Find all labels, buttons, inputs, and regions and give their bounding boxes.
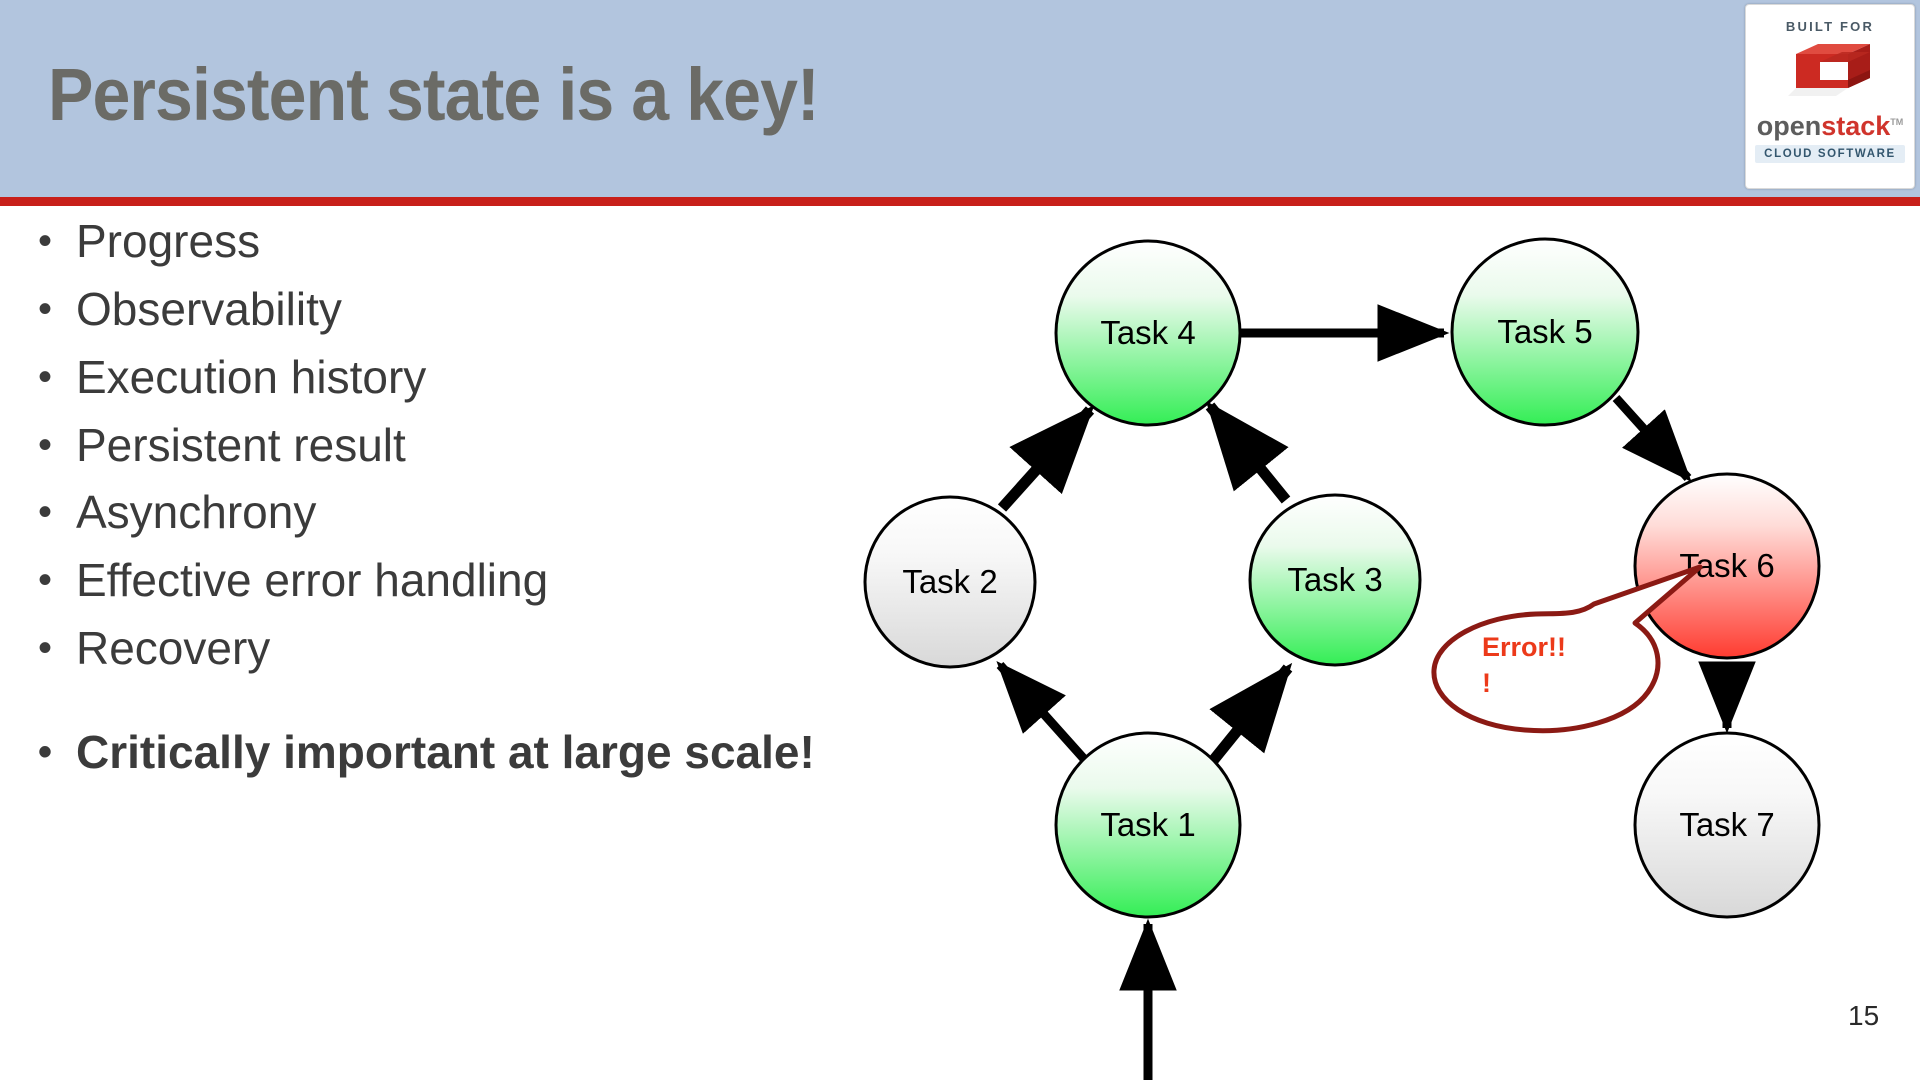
task-node-task4[interactable]: Task 4 <box>1054 239 1242 427</box>
edge-task1-to-task3 <box>1207 662 1293 766</box>
task-node-shape <box>1248 493 1422 667</box>
task-node-label: Task 3 <box>1287 561 1382 598</box>
task-node-task2[interactable]: Task 2 <box>863 495 1037 669</box>
bullet-item-label: Recovery <box>76 622 271 675</box>
task-node-label: Task 1 <box>1100 806 1195 843</box>
bullet-item: • Effective error handling <box>38 547 898 615</box>
task-node-label: Task 6 <box>1679 547 1774 584</box>
bullet-item: • Critically important at large scale! <box>38 719 898 787</box>
task-node-shape <box>863 495 1037 669</box>
task-node-label: Task 4 <box>1100 314 1195 351</box>
task-node-shape <box>1054 731 1242 919</box>
bullet-marker-icon: • <box>38 354 53 399</box>
edge-task3-to-task4 <box>1205 400 1291 504</box>
bullet-item: • Observability <box>38 276 898 344</box>
page-number: 15 <box>1848 1000 1880 1031</box>
task-node-task7[interactable]: Task 7 <box>1633 731 1821 919</box>
openstack-wordmark: openstackTM <box>1757 113 1904 140</box>
error-callout-bubble <box>1431 564 1703 734</box>
task-node-shape <box>1450 237 1640 427</box>
bullet-item: • Recovery <box>38 615 898 683</box>
error-callout-line-2: ! <box>1482 667 1491 698</box>
bullet-item: • Persistent result <box>38 412 898 480</box>
logo-built-for-label: BUILT FOR <box>1785 19 1875 34</box>
bullet-item-label: Execution history <box>76 350 427 403</box>
bullet-marker-icon: • <box>38 729 53 774</box>
task-node-shape <box>1633 731 1821 919</box>
logo-trademark: TM <box>1890 117 1904 127</box>
bullet-item-label: Asynchrony <box>76 486 317 539</box>
bullet-item-label: Observability <box>76 282 342 335</box>
error-callout-line-1: Error!! <box>1482 632 1567 662</box>
task-node-label: Task 7 <box>1679 806 1774 843</box>
task-node-shape <box>1633 472 1821 660</box>
error-callout-text: Error!! ! <box>1482 630 1612 701</box>
bullet-item: • Execution history <box>38 344 898 412</box>
page-title: Persistent state is a key! <box>48 53 820 136</box>
header-accent-rule <box>0 197 1920 206</box>
bullet-marker-icon: • <box>38 490 53 535</box>
openstack-logo-badge: BUILT FOR openstackTM CLOUD SOFTWARE <box>1745 4 1915 189</box>
logo-word-stack: stack <box>1821 111 1891 141</box>
bullet-marker-icon: • <box>38 219 53 263</box>
task-node-task1[interactable]: Task 1 <box>1054 731 1242 919</box>
task-node-shape <box>1054 239 1242 427</box>
bullet-item-label: Critically important at large scale! <box>76 725 815 778</box>
logo-word-open: open <box>1756 111 1822 141</box>
bullet-item-label: Persistent result <box>76 418 406 471</box>
bullet-marker-icon: • <box>38 286 53 331</box>
openstack-cube-icon <box>1784 40 1876 109</box>
bullet-item: • Progress <box>38 208 898 276</box>
bullet-list: • Progress • Observability • Execution histor… <box>38 208 898 787</box>
edge-task2-to-task4 <box>997 405 1095 512</box>
bullet-item-label: Effective error handling <box>76 554 549 607</box>
task-node-label: Task 5 <box>1497 313 1592 350</box>
edge-task5-to-task6 <box>1612 394 1692 483</box>
task-node-task6[interactable]: Task 6 <box>1633 472 1821 660</box>
edge-task1-to-task2 <box>996 660 1089 764</box>
task-node-label: Task 2 <box>902 563 997 600</box>
task-node-task3[interactable]: Task 3 <box>1248 493 1422 667</box>
bullet-item: • Asynchrony <box>38 479 898 547</box>
bullet-item-label: Progress <box>76 215 261 267</box>
header-band <box>0 0 1920 197</box>
bullet-marker-icon: • <box>38 558 53 603</box>
logo-cloud-software-label: CLOUD SOFTWARE <box>1755 145 1905 163</box>
bullet-marker-icon: • <box>38 626 53 671</box>
bullet-marker-icon: • <box>38 422 53 467</box>
task-node-task5[interactable]: Task 5 <box>1450 237 1640 427</box>
